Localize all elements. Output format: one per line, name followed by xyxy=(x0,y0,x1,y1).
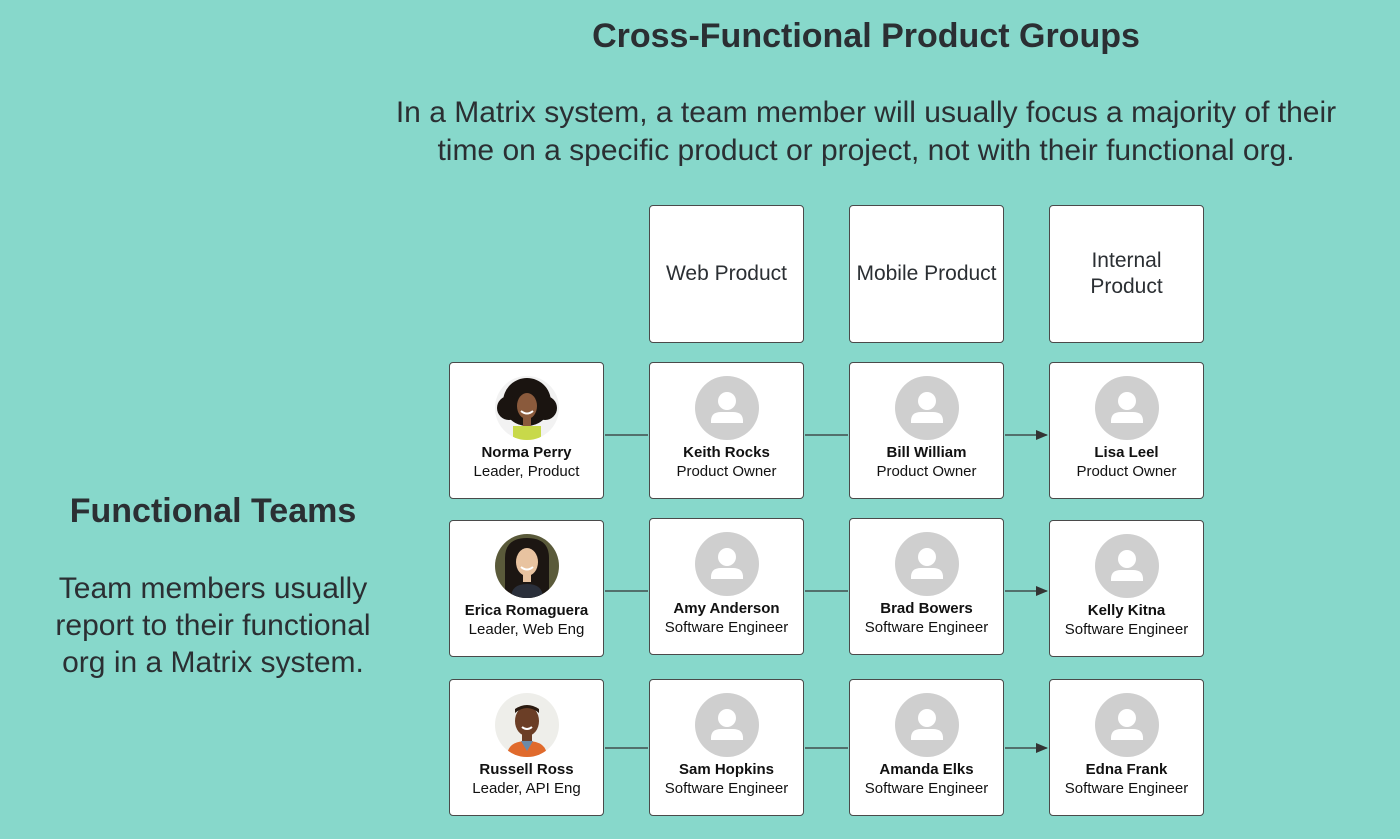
member-card[interactable]: Lisa Leel Product Owner xyxy=(1049,362,1204,499)
product-header-web[interactable]: Web Product xyxy=(649,205,804,343)
functional-teams-description: Team members usually report to their fun… xyxy=(55,572,371,679)
member-name: Amy Anderson xyxy=(673,600,780,617)
leader-name: Norma Perry xyxy=(481,444,572,461)
leader-role: Leader, Web Eng xyxy=(468,621,585,638)
page-title: Cross-Functional Product Groups xyxy=(592,17,1140,55)
user-placeholder-icon xyxy=(1095,693,1159,757)
member-name: Edna Frank xyxy=(1085,761,1168,778)
matrix-description: In a Matrix system, a team member will u… xyxy=(395,96,1337,167)
member-role: Software Engineer xyxy=(664,619,789,636)
leader-name: Erica Romaguera xyxy=(464,602,589,619)
member-name: Brad Bowers xyxy=(880,600,973,617)
member-card[interactable]: Kelly Kitna Software Engineer xyxy=(1049,520,1204,657)
product-header-mobile[interactable]: Mobile Product xyxy=(849,205,1004,343)
user-placeholder-icon xyxy=(1095,534,1159,598)
member-name: Amanda Elks xyxy=(879,761,974,778)
user-placeholder-icon xyxy=(695,532,759,596)
member-role: Software Engineer xyxy=(864,619,989,636)
leader-photo-avatar xyxy=(495,534,559,598)
functional-teams-title: Functional Teams xyxy=(69,492,357,530)
product-header-label: Internal Product xyxy=(1090,249,1163,298)
member-name: Lisa Leel xyxy=(1094,444,1159,461)
member-name: Kelly Kitna xyxy=(1087,602,1166,619)
member-card[interactable]: Keith Rocks Product Owner xyxy=(649,362,804,499)
member-role: Product Owner xyxy=(676,463,777,480)
member-role: Software Engineer xyxy=(864,780,989,797)
leader-photo-avatar xyxy=(495,693,559,757)
leader-card-product[interactable]: Norma Perry Leader, Product xyxy=(449,362,604,499)
member-card[interactable]: Edna Frank Software Engineer xyxy=(1049,679,1204,816)
member-name: Keith Rocks xyxy=(683,444,770,461)
member-name: Bill William xyxy=(886,444,967,461)
product-header-label: Mobile Product xyxy=(856,262,997,285)
member-name: Sam Hopkins xyxy=(678,761,775,778)
member-role: Software Engineer xyxy=(1064,780,1189,797)
member-card[interactable]: Amy Anderson Software Engineer xyxy=(649,518,804,655)
product-header-internal[interactable]: Internal Product xyxy=(1049,205,1204,343)
product-header-label: Web Product xyxy=(665,262,787,285)
user-placeholder-icon xyxy=(1095,376,1159,440)
user-placeholder-icon xyxy=(895,376,959,440)
leader-card-web-eng[interactable]: Erica Romaguera Leader, Web Eng xyxy=(449,520,604,657)
user-placeholder-icon xyxy=(695,693,759,757)
leader-photo-avatar xyxy=(495,376,559,440)
user-placeholder-icon xyxy=(695,376,759,440)
leader-role: Leader, API Eng xyxy=(472,780,581,797)
member-card[interactable]: Bill William Product Owner xyxy=(849,362,1004,499)
member-role: Software Engineer xyxy=(1064,621,1189,638)
member-role: Product Owner xyxy=(1076,463,1177,480)
member-card[interactable]: Sam Hopkins Software Engineer xyxy=(649,679,804,816)
user-placeholder-icon xyxy=(895,532,959,596)
member-role: Software Engineer xyxy=(664,780,789,797)
member-role: Product Owner xyxy=(876,463,977,480)
leader-role: Leader, Product xyxy=(473,463,580,480)
member-card[interactable]: Brad Bowers Software Engineer xyxy=(849,518,1004,655)
leader-card-api-eng[interactable]: Russell Ross Leader, API Eng xyxy=(449,679,604,816)
member-card[interactable]: Amanda Elks Software Engineer xyxy=(849,679,1004,816)
user-placeholder-icon xyxy=(895,693,959,757)
leader-name: Russell Ross xyxy=(479,761,574,778)
